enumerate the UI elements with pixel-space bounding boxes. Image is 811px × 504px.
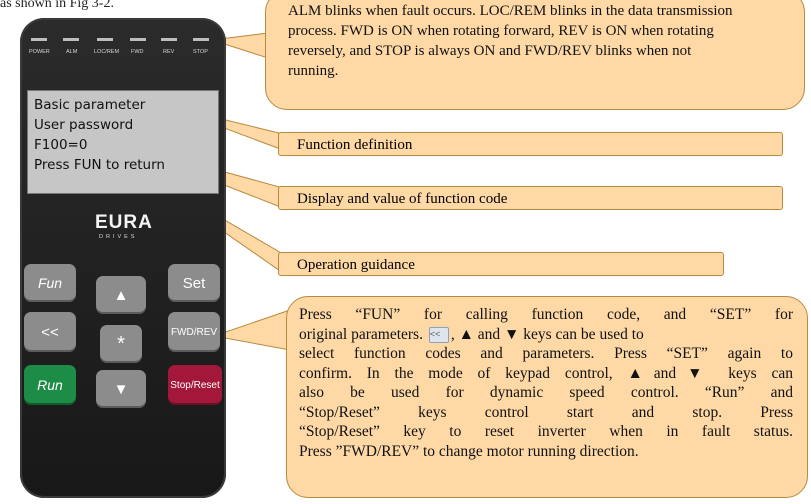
set-key[interactable]: Set: [168, 264, 220, 302]
led-label-rev: REV: [163, 49, 175, 55]
fwd-rev-key[interactable]: FWD/REV: [168, 312, 220, 352]
led-status-line-3: reversely, and STOP is always ON and FWD…: [288, 43, 692, 59]
led-status-line-4: running.: [288, 63, 339, 79]
led-label-power: POWER: [29, 49, 50, 55]
alm-led: [63, 38, 79, 41]
keys-desc-line-8: Press ”FWD/REV” to change motor running …: [299, 442, 639, 460]
keys-desc-line-3: select function codes and parameters. Pr…: [299, 345, 793, 362]
eura-logo: EURA: [95, 212, 153, 233]
up-key[interactable]: ▲: [96, 276, 146, 314]
function-definition-callout: Function definition: [278, 132, 783, 156]
keys-desc-line-2b: , ▲ and ▼ keys can be used to: [450, 325, 644, 343]
display-value-callout: Display and value of function code: [278, 186, 783, 210]
star-key[interactable]: *: [100, 325, 142, 363]
fwd-led: [130, 38, 146, 41]
loc-rem-led: [97, 38, 113, 41]
led-label-alm: ALM: [66, 49, 78, 55]
stop-reset-key[interactable]: Stop/Reset: [168, 365, 222, 405]
intro-caption: as shown in Fig 3-2.: [0, 0, 114, 11]
lcd-display: Basic parameter User password F100=0 Pre…: [27, 90, 219, 194]
led-status-line-2: process. FWD is ON when rotating forward…: [288, 23, 714, 39]
keys-desc-line-7: “Stop/Reset” key to reset inverter when …: [299, 423, 793, 440]
lcd-line-guidance: Press FUN to return: [34, 157, 165, 173]
led-status-line-1: ALM blinks when fault occurs. LOC/REM bl…: [288, 3, 733, 19]
keys-description-callout: Press “FUN” for calling function code, a…: [286, 296, 808, 498]
operation-guidance-callout: Operation guidance: [278, 252, 724, 276]
rev-led: [161, 38, 177, 41]
led-label-stop: STOP: [193, 49, 208, 55]
led-label-loc-rem: LOC/REM: [94, 49, 120, 55]
keypad-panel: POWER ALM LOC/REM FWD REV STOP Basic par…: [20, 18, 226, 498]
lcd-line-password: User password: [34, 117, 134, 133]
keys-desc-line-5: also be used for dynamic speed control. …: [299, 384, 793, 401]
eura-logo-sub: DRIVES: [99, 234, 138, 240]
fun-key[interactable]: Fun: [24, 264, 76, 302]
keys-desc-line-2: original parameters. <<, ▲ and ▼ keys ca…: [299, 325, 793, 345]
led-label-fwd: FWD: [131, 49, 144, 55]
left-key[interactable]: <<: [24, 312, 76, 352]
keys-desc-line-1: Press “FUN” for calling function code, a…: [299, 306, 793, 323]
keys-desc-line-2a: original parameters.: [299, 325, 423, 343]
down-key[interactable]: ▼: [96, 370, 146, 408]
keys-desc-line-6: “Stop/Reset” keys control start and stop…: [299, 403, 793, 421]
run-key[interactable]: Run: [24, 365, 76, 405]
left-key-chip-icon: <<: [428, 326, 449, 343]
stop-led: [193, 38, 209, 41]
lcd-line-function: Basic parameter: [34, 97, 146, 113]
lcd-line-code-value: F100=0: [34, 137, 88, 153]
keys-desc-line-4: confirm. In the mode of keypad control, …: [299, 364, 793, 382]
power-led: [31, 38, 47, 41]
led-status-callout: ALM blinks when fault occurs. LOC/REM bl…: [265, 0, 805, 110]
